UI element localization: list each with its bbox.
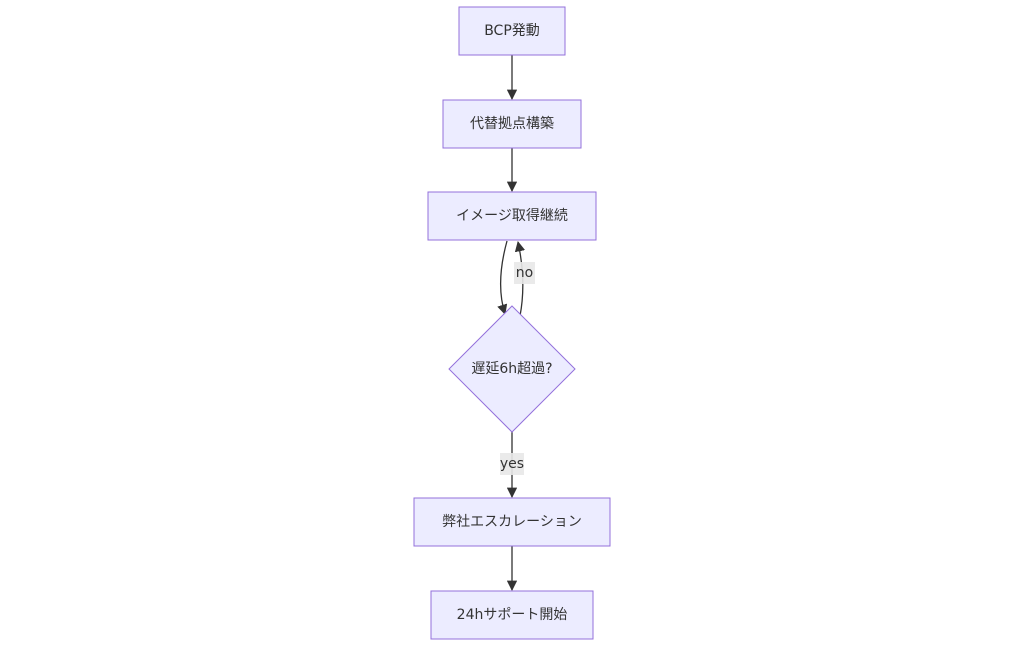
- node-escalation-label: 弊社エスカレーション: [442, 514, 582, 530]
- node-delay-check-label: 遅延6h超過?: [471, 361, 552, 377]
- node-image-continue-label: イメージ取得継続: [456, 207, 568, 224]
- node-alt-site-label: 代替拠点構築: [470, 116, 554, 132]
- edge-label-yes: yes: [500, 453, 524, 475]
- node-alt-site[interactable]: 代替拠点構築: [442, 99, 582, 149]
- node-bcp[interactable]: BCP発動: [458, 6, 566, 56]
- edge-label-no-text: no: [516, 265, 533, 281]
- node-support-24h[interactable]: 24hサポート開始: [430, 590, 594, 640]
- edge-image-continue-to-delay-check: [497, 240, 508, 315]
- node-bcp-label: BCP発動: [484, 23, 540, 39]
- node-support-24h-label: 24hサポート開始: [457, 607, 568, 623]
- node-delay-check[interactable]: 遅延6h超過?: [448, 305, 576, 433]
- node-image-continue[interactable]: イメージ取得継続: [427, 191, 597, 241]
- edge-label-yes-text: yes: [500, 456, 524, 472]
- node-escalation[interactable]: 弊社エスカレーション: [413, 497, 611, 547]
- edge-label-no: no: [514, 262, 535, 284]
